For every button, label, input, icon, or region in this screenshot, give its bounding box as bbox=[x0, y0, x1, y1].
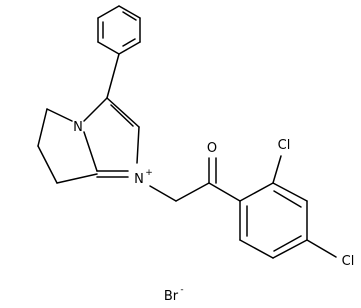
imidazolium-ring bbox=[83, 97, 140, 178]
nitrogen-cation-label: N bbox=[134, 172, 144, 187]
phenyl-imidazolium-bond bbox=[106, 53, 120, 99]
nitrogen-bridgehead-label: N bbox=[73, 120, 83, 135]
pyrrolidine-ring bbox=[37, 108, 98, 184]
oxygen-label: O bbox=[207, 141, 217, 156]
bromide-counterion-label: Br bbox=[164, 289, 179, 304]
chlorine-para-label: Cl bbox=[342, 254, 355, 269]
dichlorophenyl-ring bbox=[239, 155, 337, 259]
phenyl-ring bbox=[97, 5, 141, 55]
bromide-negative-charge: - bbox=[180, 285, 183, 295]
linker-chain bbox=[149, 157, 241, 202]
chlorine-ortho-label: Cl bbox=[278, 138, 291, 153]
nitrogen-positive-charge: + bbox=[145, 168, 153, 178]
